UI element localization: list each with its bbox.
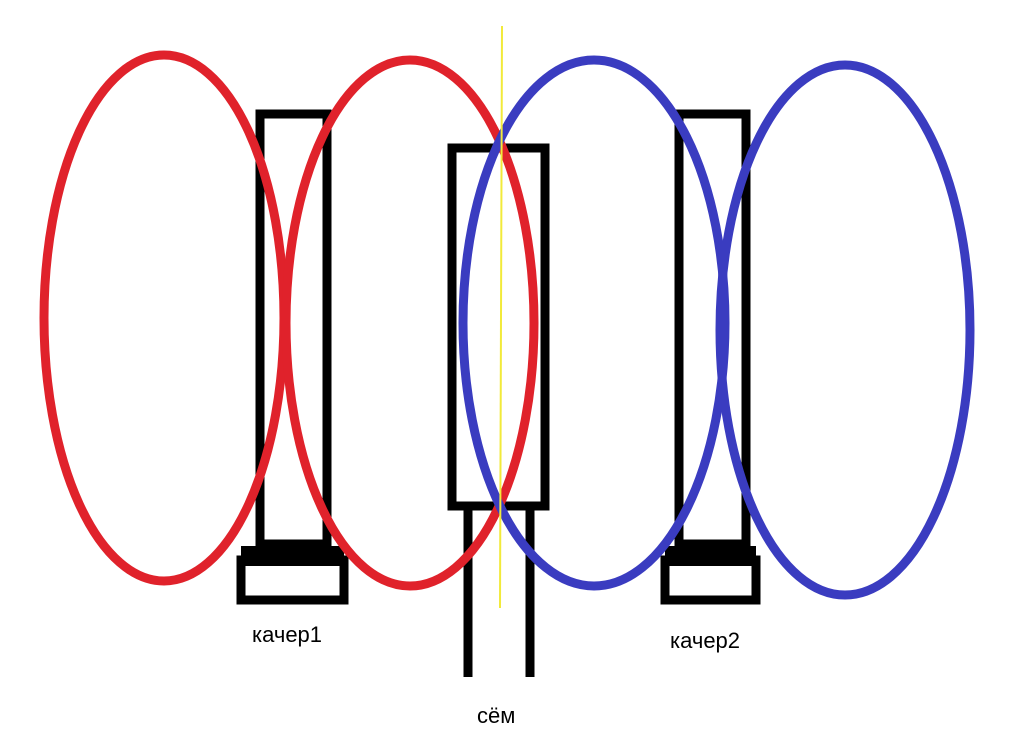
center-line: [499, 25, 503, 609]
left-field-loop-inner: [281, 55, 539, 591]
kacher1-label: качер1: [252, 622, 323, 647]
kacher1-coil: [236, 109, 349, 605]
left-field-loop-outer: [39, 50, 289, 586]
kacher2-coil-body: [674, 109, 751, 549]
right-field-loop-inner: [458, 55, 730, 591]
kacher1-coil-body: [255, 109, 332, 549]
kacher2-base: [660, 555, 761, 605]
kacher2-coil: [660, 109, 761, 605]
kacher2-label: качер2: [670, 628, 741, 653]
sem-label: сём: [477, 703, 516, 728]
kacher1-base: [236, 555, 349, 605]
right-field-loop-outer: [715, 60, 975, 600]
